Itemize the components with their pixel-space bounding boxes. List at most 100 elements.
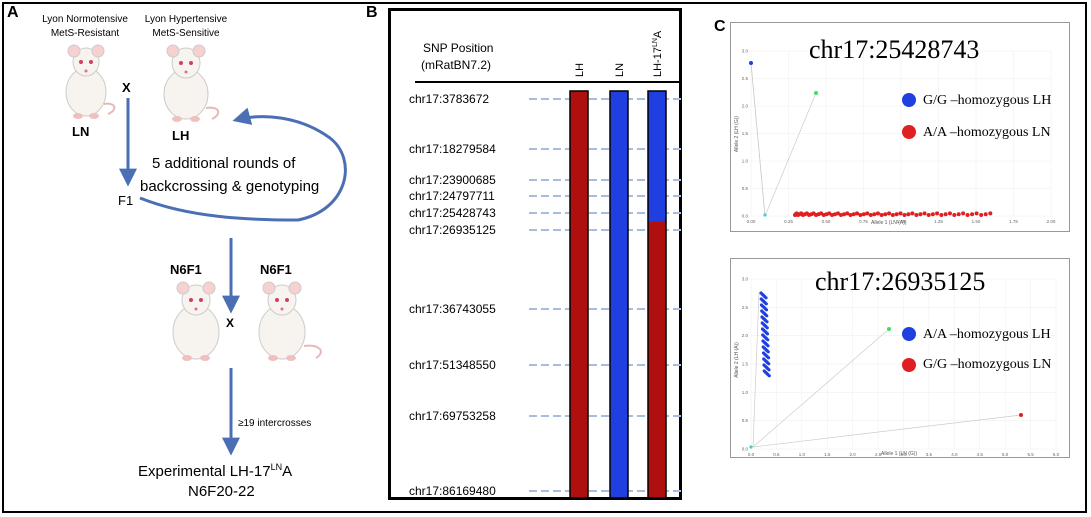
column-label-0: LH — [574, 63, 586, 77]
data-point — [879, 213, 884, 217]
data-point — [988, 211, 993, 216]
legend-dot — [902, 93, 916, 107]
data-point — [894, 212, 899, 217]
lh-parent-label-2: MetS-Sensitive — [152, 28, 220, 39]
x-tick-label: 1.5 — [824, 452, 831, 457]
data-point — [974, 211, 979, 216]
data-point — [922, 211, 927, 216]
data-point — [872, 212, 877, 217]
data-point — [765, 326, 769, 330]
data-point — [848, 213, 853, 217]
data-point — [983, 212, 988, 217]
snp-header-line2: (mRatBN7.2) — [421, 58, 492, 72]
snp-label: chr17:18279584 — [409, 142, 496, 156]
plot1-ylabel: Allele 2 (LH (G)) — [734, 115, 741, 153]
column-label-2: LH-17LNA — [652, 30, 664, 77]
final-strain-label: Experimental LH-17LNA — [138, 462, 293, 480]
snp-label: chr17:25428743 — [409, 206, 496, 220]
data-point — [952, 213, 957, 217]
panel-b-letter: B — [366, 4, 378, 21]
snp-label: chr17:86169480 — [409, 484, 496, 498]
n6f1-left-label: N6F1 — [170, 262, 202, 277]
y-tick-label: 2.5 — [742, 76, 749, 81]
snp-label: chr17:23900685 — [409, 173, 496, 187]
legend-dot — [902, 125, 916, 139]
data-point — [858, 213, 863, 217]
data-point — [1019, 413, 1023, 417]
lh-label: LH — [172, 128, 190, 143]
data-point — [906, 212, 911, 217]
data-point — [835, 211, 840, 216]
data-point — [965, 213, 970, 217]
x-tick-label: 1.25 — [934, 219, 943, 224]
lh-rat-icon — [163, 44, 220, 122]
x-tick-label: 6.0 — [1053, 452, 1060, 457]
data-point — [935, 211, 940, 216]
congenic-bar-lh-segment — [648, 221, 666, 498]
x-tick-label: 5.5 — [1027, 452, 1034, 457]
y-tick-label: 0.0 — [742, 447, 749, 452]
snp-label: chr17:3783672 — [409, 92, 489, 106]
data-point — [926, 213, 931, 217]
x-tick-label: 0.25 — [784, 219, 793, 224]
final-generation-label: N6F20-22 — [188, 483, 255, 500]
data-point — [930, 212, 935, 217]
x-tick-label: 1.00 — [897, 219, 906, 224]
plot2-xlabel: Allele 1 (LN (G)) — [881, 451, 918, 457]
ln-label: LN — [72, 124, 90, 139]
intercross-label: ≥19 intercrosses — [238, 418, 312, 429]
data-point — [914, 213, 919, 217]
data-point — [764, 308, 769, 312]
y-tick-label: 3.0 — [742, 277, 749, 282]
snp-header-line1: SNP Position — [423, 41, 494, 55]
data-point — [766, 344, 770, 348]
data-point — [842, 212, 847, 217]
panel-c-letter: C — [714, 18, 726, 35]
data-point — [767, 368, 771, 372]
data-point — [838, 213, 843, 217]
y-tick-label: 0.5 — [742, 418, 749, 423]
f1-label: F1 — [118, 193, 134, 208]
data-point — [766, 356, 771, 360]
x-tick-label: 2.00 — [1047, 219, 1056, 224]
cross-symbol-2: X — [226, 316, 235, 330]
x-tick-label: 3.0 — [900, 452, 907, 457]
data-point — [875, 211, 880, 216]
y-tick-label: 2.0 — [742, 104, 749, 109]
data-point — [961, 211, 966, 216]
ln-rat-icon — [65, 44, 116, 119]
y-tick-label: 1.5 — [742, 362, 749, 367]
data-point — [861, 212, 866, 217]
data-point — [766, 338, 770, 342]
x-tick-label: 1.0 — [799, 452, 806, 457]
data-point — [883, 212, 888, 217]
data-point — [765, 332, 770, 336]
congenic-bar-ln-segment — [648, 91, 666, 222]
x-tick-label: 0.00 — [747, 219, 756, 224]
data-point — [865, 211, 870, 216]
y-tick-label: 1.0 — [742, 159, 749, 164]
legend-dot — [902, 327, 916, 341]
data-point — [956, 212, 961, 217]
data-point — [943, 212, 948, 217]
x-tick-label: 5.0 — [1002, 452, 1009, 457]
y-tick-label: 1.0 — [742, 390, 749, 395]
ln-bar — [609, 90, 629, 499]
plot1-legend-2: A/A –homozygous LN — [923, 125, 1051, 140]
snp-label: chr17:26935125 — [409, 223, 496, 237]
backcross-label-1: 5 additional rounds of — [152, 155, 296, 172]
data-point — [767, 362, 771, 366]
data-point — [939, 213, 944, 217]
plot1-xlabel: Allele 1 (LN (A)) — [871, 220, 907, 226]
x-tick-label: 3.5 — [926, 452, 933, 457]
cross-symbol: X — [122, 80, 131, 95]
plot2-title: chr17:26935125 — [815, 267, 986, 296]
snp-label: chr17:51348550 — [409, 358, 496, 372]
x-tick-label: 4.0 — [951, 452, 958, 457]
n6f1-right-rat-icon — [258, 281, 322, 361]
x-tick-label: 1.50 — [972, 219, 981, 224]
